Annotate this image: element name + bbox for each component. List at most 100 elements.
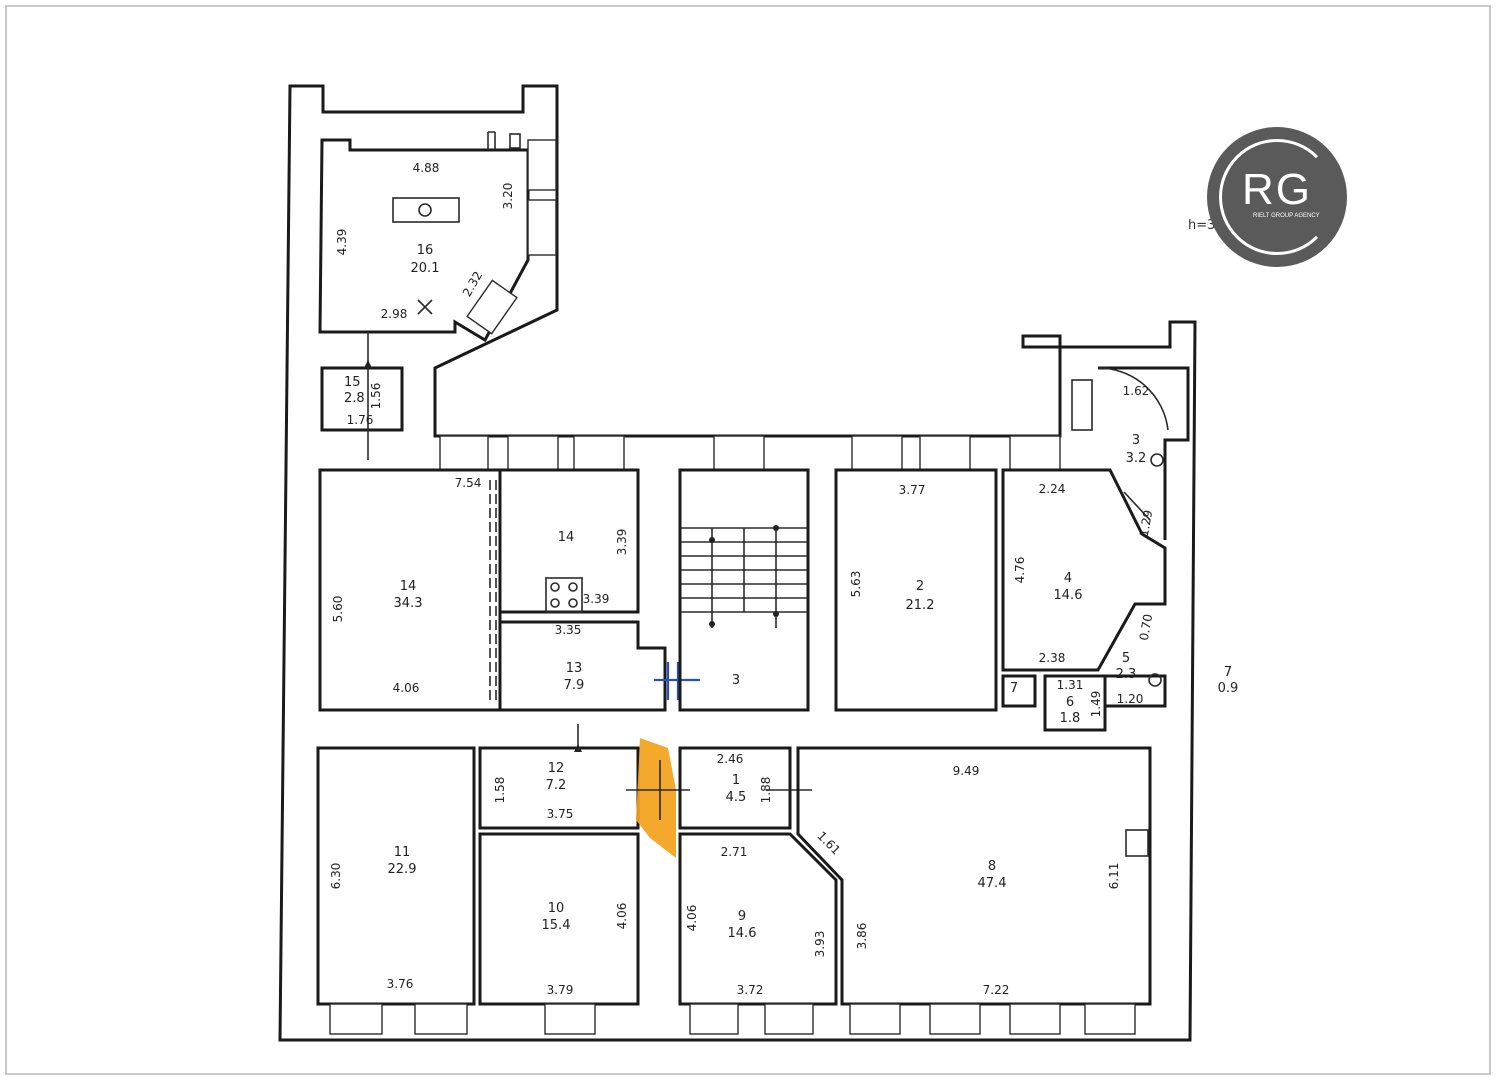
door-arrow-icon-2 [574,744,582,752]
building-outline [278,84,1197,1042]
room-8-area: 47.4 [978,876,1007,891]
room-14-area: 34.3 [394,596,423,611]
bottom-windows [329,1003,1136,1035]
stove-icon [545,577,583,613]
room-9-number: 9 [738,909,746,924]
dimension-label: 9.49 [953,764,980,778]
room-7-number: 7 [1224,665,1232,680]
door-frame-icon [666,662,680,700]
room-2-walls [834,468,998,712]
room-11-walls [316,746,476,1006]
dimension-label: 5.60 [331,596,345,623]
logo-mark: RG [1242,165,1312,214]
sink-icon [509,133,521,149]
dimension-label: 7.22 [983,983,1010,997]
window-side [1071,379,1093,431]
room-11-area: 22.9 [388,862,417,877]
dimension-label: 4.06 [685,905,699,932]
dimension-label: 3.93 [813,931,827,958]
dimension-labels: 4.88 4.39 3.20 2.32 2.98 1.56 1.76 1.62 … [329,161,1155,997]
room-13-area: 7.9 [564,678,585,693]
dimension-label: 0.70 [1137,613,1155,642]
room-10-area: 15.4 [542,918,571,933]
dimension-label: 4.39 [335,229,349,256]
room-labels: 16 20.1 15 2.8 14 34.3 14 13 7.9 3 2 21.… [344,243,1238,941]
stairwell-walls [678,468,810,712]
room-3-small-number: 3 [1132,433,1140,448]
room-16-number: 16 [417,243,434,258]
room-6-area: 1.8 [1060,711,1081,726]
room-9-walls [678,832,838,1006]
room-5-walls [1105,674,1167,708]
fixture-cross-icon [417,299,433,315]
room-7-area: 0.9 [1218,681,1239,696]
room-6-walls [1043,674,1107,732]
room-12-number: 12 [548,761,565,776]
highlighted-entrance [636,738,676,858]
room-15-number: 15 [344,375,361,390]
page-frame [5,5,1491,1075]
dimension-label: 1.62 [1123,384,1150,398]
side-windows [466,139,557,335]
stairs-icon [680,525,808,628]
room-9-area: 14.6 [728,926,757,941]
dimension-label: 2.38 [1039,651,1066,665]
room-4-area: 14.6 [1054,588,1083,603]
room-15-walls [320,366,404,432]
dimension-label: 1.76 [347,413,374,427]
dimension-label: 1.56 [369,383,383,410]
dimension-label: 7.54 [455,476,482,490]
dimension-label: 3.39 [583,592,610,606]
room-6-number: 6 [1066,695,1074,710]
dimension-label: 3.35 [555,623,582,637]
stairwell-number: 3 [732,673,740,688]
room-1-number: 1 [732,773,740,788]
room-8-number: 8 [988,859,996,874]
room-2-number: 2 [916,579,924,594]
room-5-number: 5 [1122,651,1130,666]
door-swing-icon [1097,367,1169,431]
dimension-label: 2.71 [721,845,748,859]
room-16-area: 20.1 [411,261,440,276]
room-7-small-walls [1001,674,1037,708]
dimension-label: 6.30 [329,863,343,890]
door-arrow-icon [364,360,372,368]
top-windows [439,435,1061,471]
room-13-number: 13 [566,661,583,676]
room-14-inner-number: 14 [558,530,575,545]
dimension-label: 6.11 [1107,863,1121,890]
sink-icon-3 [1125,829,1149,857]
logo-ring [1219,139,1335,255]
dimension-label: 1.29 [1137,509,1155,538]
bathtub-icon [392,197,460,223]
sink-icon-2 [1150,453,1164,467]
dimension-label: 1.31 [1057,678,1084,692]
dimension-label: 5.63 [849,571,863,598]
dimension-label: 4.88 [413,161,440,175]
room-11-number: 11 [394,845,411,860]
toilet-icon [487,131,496,150]
room-15-area: 2.8 [344,391,365,406]
room-12-area: 7.2 [546,778,567,793]
room-7-small-number: 7 [1010,681,1018,696]
door-leaf [1123,491,1151,521]
dimension-label: 3.79 [547,983,574,997]
agency-logo: RG RIELT GROUP AGENCY [1207,127,1347,267]
room-13-walls [498,620,667,712]
room-4-number: 4 [1064,571,1072,586]
room-2-area: 21.2 [906,598,935,613]
room-3-small-walls [1098,366,1190,540]
room-8-walls [796,746,1152,1006]
dimension-label: 1.61 [814,829,843,858]
dimension-label: 4.06 [393,681,420,695]
dimension-label: 4.06 [615,903,629,930]
dimension-label: 2.98 [381,307,408,321]
dimension-label: 1.49 [1089,691,1103,718]
dimension-label: 1.58 [493,777,507,804]
room-3-small-area: 3.2 [1126,451,1147,466]
dimension-label: 2.32 [460,269,485,299]
room-10-number: 10 [548,901,565,916]
dimension-label: 2.24 [1039,482,1066,496]
